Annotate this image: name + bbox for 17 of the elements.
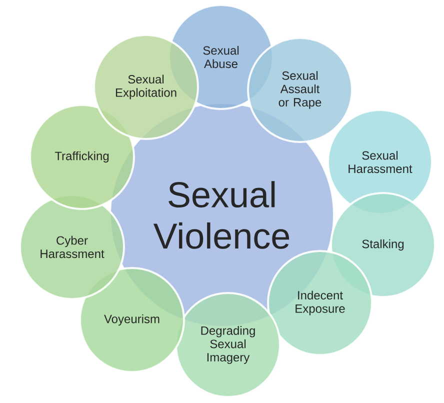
topic-circle [175,292,281,398]
topic-label: Sexual Exploitation [116,74,176,100]
topic-label: Indecent Exposure [296,290,345,316]
topic-label: Cyber Harassment [40,236,104,258]
topic-label: Sexual Harassment [348,150,412,174]
topic-label: Trafficking [54,151,109,163]
topic-circle [79,266,185,373]
center-label: Sexual Violence [153,181,290,249]
topic-circle [267,250,373,356]
topic-label: Voyeurism [104,314,160,326]
topic-circle [247,37,353,143]
topic-label: Stalking [362,239,404,251]
topic-label: Sexual Abuse [203,46,239,68]
topic-label: Sexual Assault or Rape [278,71,322,109]
topic-label: Degrading Sexual Imagery [201,326,255,364]
topic-circle [93,34,199,140]
topic-circle [29,104,135,210]
